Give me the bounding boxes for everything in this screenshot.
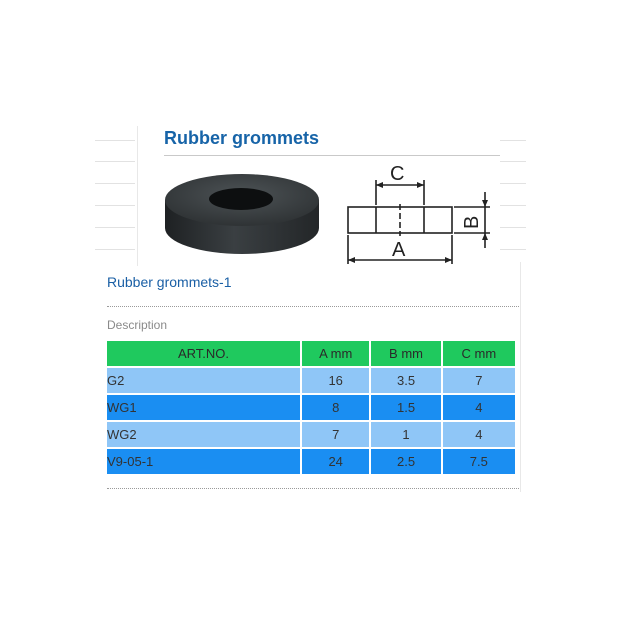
guide-line — [500, 161, 526, 162]
cell-c-mm: 7.5 — [441, 448, 515, 476]
cell-art-no: WG1 — [107, 394, 302, 422]
cell-b-mm: 2.5 — [370, 448, 443, 476]
guide-line — [95, 140, 135, 141]
guide-line — [520, 262, 521, 492]
cell-a-mm: 24 — [301, 448, 372, 476]
guide-line — [95, 249, 135, 250]
dimension-label-a: A — [392, 239, 406, 261]
grommet-image — [165, 174, 319, 254]
dotted-divider — [107, 306, 519, 307]
table-row: WG1 8 1.5 4 — [107, 394, 515, 422]
guide-line — [95, 227, 135, 228]
dimension-label-b: B — [461, 216, 483, 229]
guide-line — [500, 249, 526, 250]
dimension-label-c: C — [390, 163, 404, 185]
cell-b-mm: 3.5 — [370, 367, 443, 395]
guide-line — [500, 205, 526, 206]
header-c-mm: C mm — [441, 341, 515, 368]
table-row: G2 16 3.5 7 — [107, 367, 515, 395]
cell-a-mm: 16 — [301, 367, 372, 395]
table-header-row: ART.NO. A mm B mm C mm — [107, 341, 515, 368]
dimension-diagram: C A B — [347, 163, 490, 264]
spec-table: ART.NO. A mm B mm C mm G2 16 3.5 7 WG1 8… — [107, 341, 515, 476]
header-art-no: ART.NO. — [107, 341, 302, 368]
cell-art-no: WG2 — [107, 421, 302, 449]
dotted-divider — [107, 488, 519, 489]
guide-line — [95, 205, 135, 206]
cell-a-mm: 8 — [301, 394, 372, 422]
cell-art-no: G2 — [107, 367, 302, 395]
header-a-mm: A mm — [301, 341, 372, 368]
cell-b-mm: 1.5 — [370, 394, 443, 422]
cell-a-mm: 7 — [301, 421, 372, 449]
description-label: Description — [107, 318, 168, 332]
guide-line — [95, 161, 135, 162]
header-b-mm: B mm — [370, 341, 443, 368]
page-title: Rubber grommets — [164, 128, 320, 148]
guide-line — [137, 126, 138, 266]
guide-line — [500, 227, 526, 228]
guide-line — [500, 183, 526, 184]
guide-line — [95, 183, 135, 184]
guide-line — [500, 140, 526, 141]
title-divider — [164, 155, 500, 156]
table-row: WG2 7 1 4 — [107, 421, 515, 449]
cell-c-mm: 4 — [441, 421, 515, 449]
cell-art-no: V9-05-1 — [107, 448, 302, 476]
cell-c-mm: 7 — [441, 367, 515, 395]
cell-b-mm: 1 — [370, 421, 443, 449]
table-row: V9-05-1 24 2.5 7.5 — [107, 448, 515, 476]
cell-c-mm: 4 — [441, 394, 515, 422]
product-subtitle: Rubber grommets-1 — [107, 274, 232, 290]
